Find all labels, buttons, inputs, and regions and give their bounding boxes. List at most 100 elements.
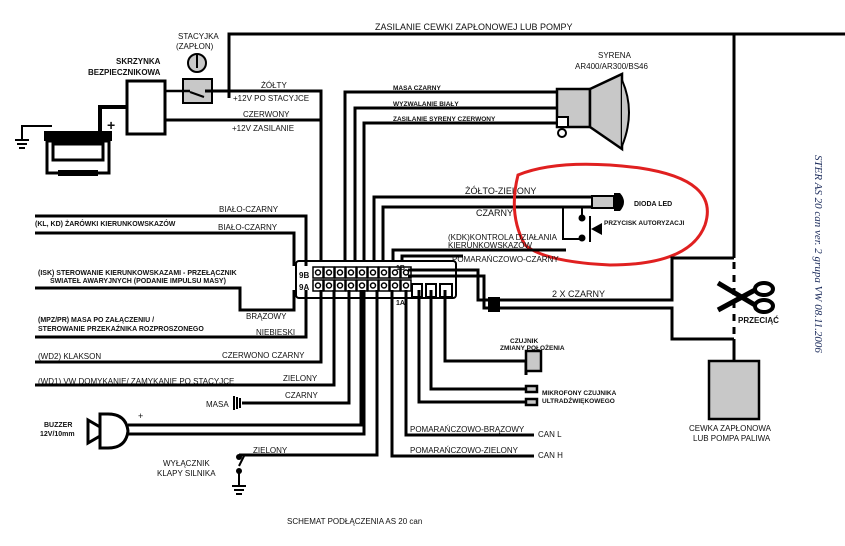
- wire-yellow: [205, 89, 323, 195]
- label-green-hood: ZIELONY: [253, 446, 288, 455]
- label-kl-kd: (KL, KD) ŻARÓWKI KIERUNKOWSKAZÓW: [35, 219, 176, 228]
- connector-pin: [400, 266, 412, 279]
- label-two-black: 2 X CZARNY: [552, 289, 605, 299]
- label-brown: BRĄZOWY: [246, 312, 287, 321]
- connector-pin-hole: [325, 282, 333, 289]
- label-coil-supply: ZASILANIE CEWKI ZAPŁONOWEJ LUB POMPY: [375, 22, 573, 32]
- diagram-title: SCHEMAT PODŁĄCZENIA AS 20 can: [287, 517, 422, 526]
- connector-pin-hole: [391, 269, 399, 276]
- connector-pin: [334, 266, 346, 279]
- connector-pin-hole: [336, 269, 344, 276]
- mic-label-2: ULTRADŹWIĘKOWEGO: [542, 396, 615, 405]
- label-siren-trigger: WYZWALANIE BIAŁY: [393, 101, 459, 108]
- hood-switch-label-1: WYŁĄCZNIK: [163, 459, 210, 468]
- label-orange-brown: POMARAŃCZOWO-BRĄZOWY: [410, 425, 525, 434]
- label-red: CZERWONY: [243, 110, 290, 119]
- connector-pin-hole: [347, 269, 355, 276]
- label-mpz-1: (MPZ/PR) MASA PO ZAŁĄCZENIU /: [38, 317, 154, 324]
- label-siren-ground: MASA CZARNY: [393, 85, 441, 92]
- fuse-box: [125, 79, 167, 136]
- wire-siren-supply: [362, 121, 557, 260]
- wire-mic-2: [417, 290, 526, 404]
- wire-kdk: [391, 248, 566, 260]
- label-siren-supply: ZASILANIE SYRENY CZERWONY: [393, 116, 496, 123]
- wire-blue: [35, 290, 308, 339]
- led-icon: [591, 193, 624, 211]
- connector-pin: [378, 279, 390, 292]
- connector-pin: [356, 279, 368, 292]
- label-wd1: (WD1) VW DOMYKANIE/ ZAMYKANIE PO STACYJC…: [38, 377, 234, 386]
- label-white-black-1: BIAŁO-CZARNY: [219, 205, 279, 214]
- position-sensor-label-2: ZMIANY POŁOŻENIA: [500, 344, 565, 352]
- led-label: DIODA LED: [634, 201, 672, 208]
- connector-pin-hole: [380, 269, 388, 276]
- connector-pin: [356, 266, 368, 279]
- hood-switch-label-2: KLAPY SILNIKA: [157, 469, 216, 478]
- fuse-box-label-2: BEZPIECZNIKOWA: [88, 68, 161, 77]
- connector-pin: [323, 266, 335, 279]
- wire-orange-black: [400, 254, 463, 260]
- label-ground: MASA: [206, 400, 229, 409]
- label-red-desc: +12V ZASILANIE: [232, 124, 294, 133]
- wire-buzzer-minus: [128, 290, 366, 436]
- fuse-box-label-1: SKRZYNKA: [116, 57, 161, 66]
- wire-white-black-1: [35, 214, 308, 266]
- connector-pin-hole: [358, 282, 366, 289]
- mic-label-1: MIKROFONY CZUJNIKA: [542, 390, 617, 397]
- label-orange-black: POMARAŃCZOWO-CZARNY: [452, 255, 559, 264]
- connector-pin-hole: [347, 282, 355, 289]
- buzzer-label-1: BUZZER: [44, 422, 72, 429]
- ignition-label-2: (ZAPŁON): [176, 42, 214, 51]
- connector-pin-hole: [369, 269, 377, 276]
- wire-two-black-a: [408, 268, 495, 302]
- wire-white-black-2: [35, 231, 296, 266]
- label-kdk-1: (KDK)KONTROLA DZIAŁANIA: [448, 233, 558, 242]
- coil-label-1: CEWKA ZAPŁONOWA: [689, 424, 772, 433]
- wire-siren-ground: [343, 90, 557, 260]
- battery-icon: [15, 105, 128, 176]
- wire-black-ground: [242, 290, 351, 405]
- connector-pin: [345, 279, 357, 292]
- coil-box: [707, 359, 761, 421]
- wire-buzzer-plus: [128, 290, 363, 427]
- connector-pin: [334, 279, 346, 292]
- wire-green: [35, 290, 336, 387]
- connector-pin: [312, 279, 324, 292]
- microphone-2: [524, 397, 539, 407]
- side-note: STER AS 20 can ver. 2 grupa VW 08.11.200…: [812, 155, 824, 353]
- connector-pin-hole: [402, 282, 410, 289]
- buzzer-icon: [86, 412, 130, 450]
- label-kdk-2: KIERUNKOWSKAZÓW: [448, 241, 532, 250]
- label-white-black-2: BIAŁO-CZARNY: [218, 223, 278, 232]
- connector-pin: [389, 266, 401, 279]
- connector-pin: [323, 279, 335, 292]
- label-red-black: CZERWONO CZARNY: [222, 351, 305, 360]
- wire-brown: [35, 286, 296, 312]
- coil-label-2: LUB POMPA PALIWA: [693, 434, 771, 443]
- label-can-l: CAN L: [538, 430, 562, 439]
- label-orange-green: POMARAŃCZOWO-ZIELONY: [410, 446, 519, 455]
- buzzer-label-2: 12V/10mm: [40, 431, 75, 438]
- splice-block: [488, 297, 500, 312]
- wire-black-led: [381, 205, 592, 260]
- microphone-1: [524, 384, 539, 394]
- label-black-ground: CZARNY: [285, 391, 319, 400]
- label-mpz-2: STEROWANIE PRZEKAŹNIKA ROZPROSZONEGO: [38, 324, 204, 333]
- label-wd2: (WD2) KLAKSON: [38, 352, 101, 361]
- hood-switch-icon: [232, 454, 246, 495]
- wire-cut-top: [500, 256, 734, 302]
- label-yellow-green: ŻÓŁTO-ZIELONY: [465, 186, 536, 196]
- connector-pin: [367, 266, 379, 279]
- siren-label-1: SYRENA: [598, 51, 632, 60]
- ground-symbol-icon: [233, 396, 241, 410]
- connector-pin: [345, 266, 357, 279]
- siren-icon: [555, 72, 630, 152]
- wire-green-hood: [239, 290, 379, 457]
- battery-plus: +: [107, 117, 115, 133]
- label-blue: NIEBIESKI: [256, 328, 295, 337]
- connector-pin-1b: 1B: [396, 265, 405, 272]
- wire-cut-bottom: [500, 306, 734, 341]
- ignition-label-1: STACYJKA: [178, 32, 219, 41]
- connector-pin-hole: [369, 282, 377, 289]
